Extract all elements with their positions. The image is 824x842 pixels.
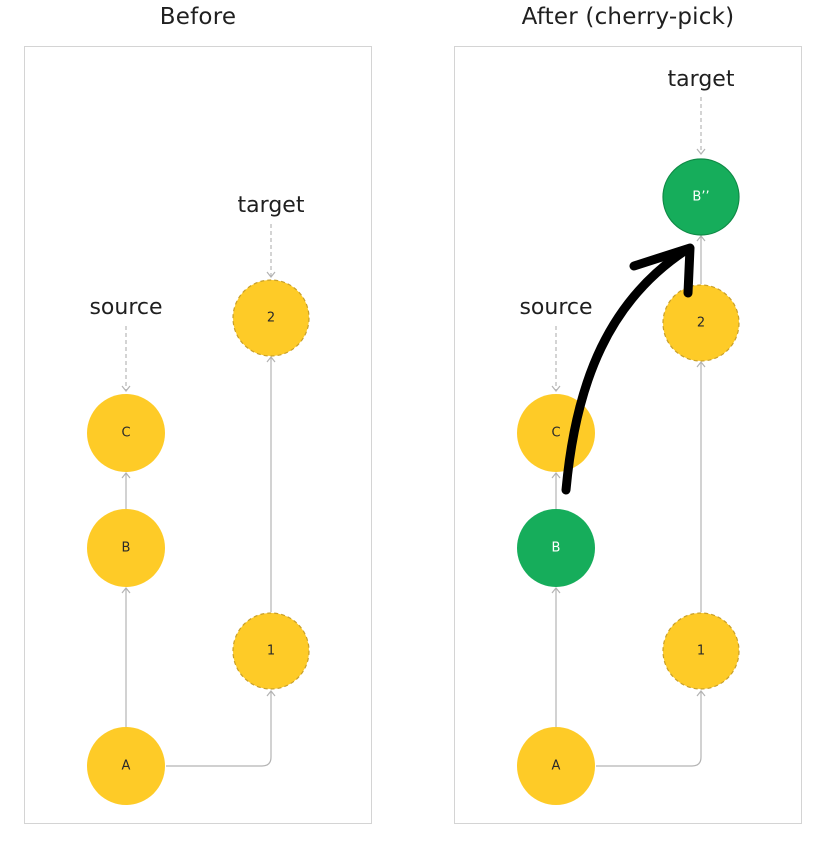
commit-1	[232, 612, 310, 690]
commit-picked	[662, 158, 740, 236]
arrowhead-icon	[551, 587, 561, 594]
commit-2	[662, 284, 740, 362]
arrowhead-icon	[551, 472, 561, 479]
commit-c	[87, 394, 165, 472]
arrowhead-icon	[551, 385, 561, 392]
commit-b	[87, 509, 165, 587]
commit-picked-label: B’’	[692, 190, 709, 205]
arrowhead-icon	[696, 235, 706, 242]
after-panel-title: After (cherry-pick)	[521, 4, 735, 30]
target-ref-label: target	[668, 67, 735, 92]
edge-a-to-1	[596, 691, 702, 767]
arrowhead-icon	[696, 690, 706, 697]
source-ref-label: source	[519, 295, 592, 320]
source-ref-label: source	[89, 295, 162, 320]
commit-2-label: 2	[267, 311, 275, 326]
commit-1-label: 1	[697, 644, 705, 659]
commit-2-label: 2	[697, 316, 705, 331]
arrowhead-icon	[696, 148, 706, 155]
commit-a	[517, 727, 595, 805]
commit-1-label: 1	[267, 644, 275, 659]
after-panel-frame	[454, 46, 802, 824]
edge-a-to-1	[166, 691, 272, 767]
arrowhead-icon	[696, 361, 706, 368]
commit-a	[87, 727, 165, 805]
commit-b-label: B	[552, 541, 561, 556]
commit-1	[662, 612, 740, 690]
cherry-pick-arrowhead-icon	[629, 243, 695, 298]
before-panel-frame	[24, 46, 372, 824]
commit-c-label: C	[121, 426, 130, 441]
arrowhead-icon	[266, 690, 276, 697]
after-panel: source target A B C 1 2 B’’	[454, 46, 802, 824]
arrowhead-icon	[121, 587, 131, 594]
before-panel: source target A B C 1 2	[24, 46, 372, 824]
commit-a-label: A	[122, 759, 131, 774]
cherry-pick-arrow	[561, 245, 691, 495]
target-ref-label: target	[238, 193, 305, 218]
arrowhead-icon	[266, 271, 276, 278]
arrowhead-icon	[121, 385, 131, 392]
commit-b	[517, 509, 595, 587]
commit-2	[232, 279, 310, 357]
commit-b-label: B	[122, 541, 131, 556]
arrowhead-icon	[266, 356, 276, 363]
commit-c-label: C	[551, 426, 560, 441]
before-panel-title: Before	[159, 4, 237, 30]
commit-a-label: A	[552, 759, 561, 774]
arrowhead-icon	[121, 472, 131, 479]
